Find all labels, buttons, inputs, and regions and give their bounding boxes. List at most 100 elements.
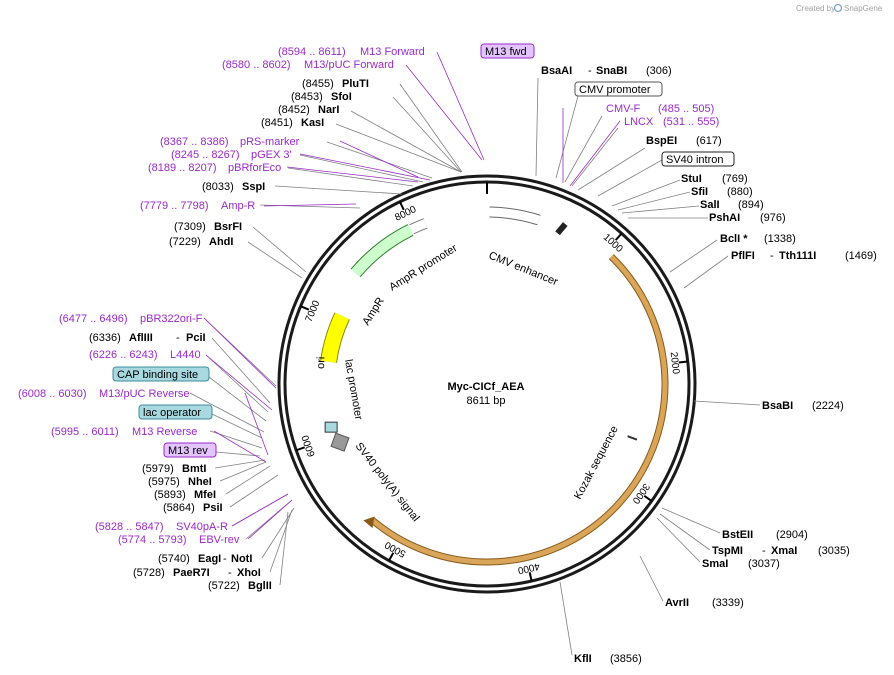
feature-ampr[interactable]: AmpR xyxy=(360,295,386,327)
site-tspmi[interactable]: TspMI - XmaI (3035) xyxy=(712,545,850,557)
site-bcli[interactable]: BclI * (1338) xyxy=(720,233,796,245)
site-sfoi[interactable]: (8453) SfoI xyxy=(291,91,352,103)
box-label: CMV promoter xyxy=(579,84,651,96)
site-mfei[interactable]: (5893) MfeI xyxy=(154,489,216,501)
primer-prs-marker[interactable]: (8367 .. 8386) pRS-marker xyxy=(160,136,300,148)
primer-l4440[interactable]: (6226 .. 6243) L4440 xyxy=(89,349,201,361)
orf-arc xyxy=(370,254,668,565)
leader-line xyxy=(693,400,761,406)
feature-lac-promoter[interactable]: lac promoter xyxy=(342,358,364,421)
primer-ebv-rev[interactable]: (5774 .. 5793) EBV-rev xyxy=(118,534,240,546)
site-name: PflFI xyxy=(731,250,755,262)
primer-pgex[interactable]: (8245 .. 8267) pGEX 3' xyxy=(171,149,292,161)
site-ahdi[interactable]: (7229) AhdI xyxy=(169,236,233,248)
leader-line xyxy=(611,179,681,207)
primer-sv40pa-r[interactable]: (5828 .. 5847) SV40pA-R xyxy=(95,521,228,533)
leader-line xyxy=(669,239,718,273)
site-bsaai[interactable]: BsaAI - SnaBI (306) xyxy=(541,65,672,77)
box-m13-fwd[interactable]: M13 fwd xyxy=(480,43,535,59)
leader-line xyxy=(399,83,463,173)
primer-m13-reverse[interactable]: (5995 .. 6011) M13 Reverse xyxy=(51,426,197,438)
ampr-arc xyxy=(351,224,414,277)
box-label: lac operator xyxy=(143,407,201,419)
feature-cmv-enhancer[interactable]: CMV enhancer xyxy=(487,250,560,289)
site-name: Tth111I xyxy=(779,250,816,262)
site-name: PluTI xyxy=(342,78,369,90)
box-cmv-promoter[interactable]: CMV promoter xyxy=(574,81,663,97)
ruler-tick xyxy=(295,446,306,452)
leader-line xyxy=(661,507,721,534)
site-pflfi[interactable]: PflFI - Tth111I (1469) xyxy=(731,250,877,262)
box-m13-rev[interactable]: M13 rev xyxy=(163,442,217,458)
primer-leader xyxy=(203,317,277,389)
feature-sv40-polya[interactable]: SV40 poly(A) signal xyxy=(353,440,422,524)
primer-m13-forward[interactable]: (8594 .. 8611) M13 Forward xyxy=(278,46,425,58)
primer-range: (5995 .. 6011) xyxy=(51,426,119,438)
site-bglii[interactable]: (5722) BglII xyxy=(208,580,272,592)
site-plut[interactable]: (8455) PluTI xyxy=(302,78,369,90)
ruler-tick-label: 2000 xyxy=(668,351,681,375)
leader-line xyxy=(659,513,711,551)
box-sv40-intron[interactable]: SV40 intron xyxy=(661,151,735,167)
leader-line xyxy=(350,110,462,173)
site-sep: - xyxy=(770,250,774,262)
site-sali[interactable]: SalI (894) xyxy=(700,199,764,211)
feature-ori[interactable]: ori xyxy=(315,356,327,369)
site-nhei[interactable]: (5975) NheI xyxy=(148,476,212,488)
site-sspi[interactable]: (8033) SspI xyxy=(202,181,265,193)
site-kfli[interactable]: KflI (3856) xyxy=(574,653,642,665)
site-sfii[interactable]: SfiI (880) xyxy=(691,186,753,198)
site-name: NarI xyxy=(318,104,339,116)
snapgene-logo-icon xyxy=(833,3,843,13)
ruler-tick xyxy=(398,201,405,211)
site-name: BglII xyxy=(248,580,272,592)
feature-ampr-promoter[interactable]: AmpR promoter xyxy=(387,242,459,293)
primer-lncx[interactable]: LNCX (531 .. 555) xyxy=(624,116,719,128)
leader-line xyxy=(617,191,691,211)
primer-pbr322ori-f[interactable]: (6477 .. 6496) pBR322ori-F xyxy=(59,313,203,325)
site-bsabi[interactable]: BsaBI (2224) xyxy=(762,400,844,412)
primer-pbrforeco[interactable]: (8189 .. 8207) pBRforEco xyxy=(148,162,281,174)
site-bsrfi[interactable]: (7309) BsrFI xyxy=(174,221,242,233)
primer-leader xyxy=(244,392,269,456)
primer-name: M13/pUC Reverse xyxy=(99,388,189,400)
leader-line xyxy=(247,241,303,279)
site-pos: (2224) xyxy=(812,400,844,412)
leader-line xyxy=(211,413,263,439)
site-nari[interactable]: (8452) NarI xyxy=(278,104,339,116)
site-psii[interactable]: (5864) PsiI xyxy=(163,502,223,514)
site-name: SnaBI xyxy=(596,65,627,77)
site-bsteii[interactable]: BstEII (2904) xyxy=(722,529,808,541)
site-pos: (7229) xyxy=(169,236,201,248)
site-smai[interactable]: SmaI (3037) xyxy=(702,558,780,570)
site-bmti[interactable]: (5979) BmtI xyxy=(142,463,206,475)
primer-name: pBRforEco xyxy=(228,162,281,174)
site-name: XhoI xyxy=(237,567,261,579)
primer-amp-r[interactable]: (7779 .. 7798) Amp-R xyxy=(140,200,255,212)
site-avrii[interactable]: AvrII (3339) xyxy=(665,597,744,609)
ruler-tick xyxy=(678,360,688,364)
site-paer7i[interactable]: (5728) PaeR7I - XhoI xyxy=(133,567,261,579)
site-stui[interactable]: StuI (769) xyxy=(681,173,748,185)
site-name: SfoI xyxy=(331,91,352,103)
primer-name: EBV-rev xyxy=(199,534,240,546)
feature-kozak[interactable]: Kozak sequence xyxy=(572,424,621,501)
primer-range: (8580 .. 8602) xyxy=(222,59,291,71)
site-pshai[interactable]: PshAI (976) xyxy=(709,212,786,224)
primer-range: (6477 .. 6496) xyxy=(59,313,128,325)
primer-m13-puc-forward[interactable]: (8580 .. 8602) M13/pUC Forward xyxy=(222,59,394,71)
ruler-tick-label: 8000 xyxy=(393,204,418,224)
primer-cmvf[interactable]: CMV-F (485 .. 505) xyxy=(606,103,714,115)
box-cap-binding-site[interactable]: CAP binding site xyxy=(112,366,210,382)
site-name: KflI xyxy=(574,653,592,665)
site-bspei[interactable]: BspEI (617) xyxy=(646,135,722,147)
site-name: AhdI xyxy=(209,236,233,248)
box-lac-operator[interactable]: lac operator xyxy=(138,404,213,420)
site-kasi[interactable]: (8451) KasI xyxy=(261,117,324,129)
site-pos: (8033) xyxy=(202,181,234,193)
site-pos: (8451) xyxy=(261,117,293,129)
site-afliii[interactable]: (6336) AflIII - PciI xyxy=(89,332,206,344)
primer-m13-puc-reverse[interactable]: (6008 .. 6030) M13/pUC Reverse xyxy=(18,388,189,400)
ruler-tick-label: 7000 xyxy=(304,299,323,324)
site-eagi[interactable]: (5740) EagI - NotI xyxy=(158,553,252,565)
